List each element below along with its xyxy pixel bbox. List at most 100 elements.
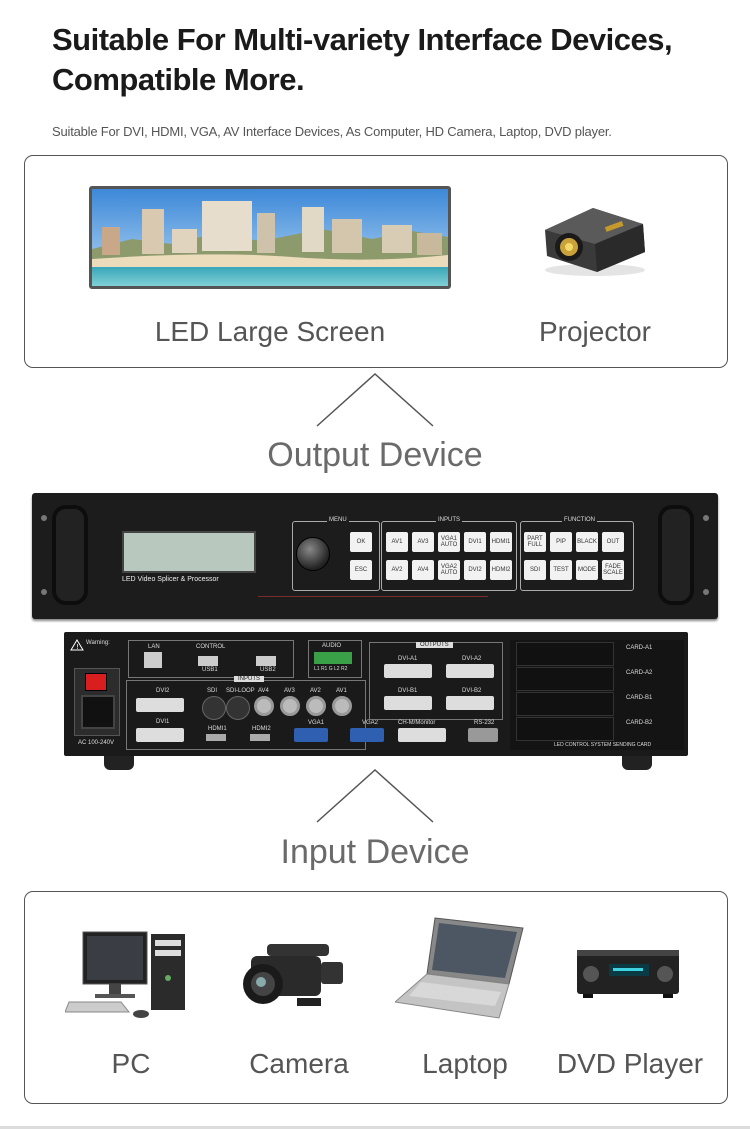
svg-text:!: ! bbox=[76, 643, 79, 651]
usb1-label: USB1 bbox=[202, 667, 218, 673]
camera-label: Camera bbox=[249, 1048, 349, 1079]
mode-button[interactable]: MODE bbox=[576, 560, 598, 580]
hdmi1-port[interactable] bbox=[206, 734, 226, 741]
usb1-port[interactable] bbox=[198, 656, 218, 666]
card-caption: LED CONTROL SYSTEM SENDING CARD bbox=[554, 742, 652, 748]
out-button[interactable]: OUT bbox=[602, 532, 624, 552]
left-handle bbox=[52, 505, 88, 605]
test-button[interactable]: TEST bbox=[550, 560, 572, 580]
card-a1-label: CARD-A1 bbox=[626, 645, 653, 651]
av1-port[interactable] bbox=[332, 696, 352, 716]
right-handle bbox=[658, 505, 694, 605]
processor-rear-panel: ! Warning: AC 100-240V LAN CONTROL USB1 … bbox=[64, 632, 688, 756]
control-block bbox=[128, 640, 294, 678]
av4-port[interactable] bbox=[254, 696, 274, 716]
usb2-port[interactable] bbox=[256, 656, 276, 666]
sdi-loop-port[interactable] bbox=[226, 696, 250, 720]
lcd-display bbox=[122, 531, 256, 573]
esc-button[interactable]: ESC bbox=[350, 560, 372, 580]
rear-foot-left bbox=[104, 756, 134, 770]
screw bbox=[41, 589, 47, 595]
red-accent-line bbox=[258, 596, 488, 597]
monitor-label: CH-M/Monitor bbox=[398, 720, 436, 726]
audio-label: AUDIO bbox=[322, 643, 342, 649]
fade-scale-button[interactable]: FADE SCALE bbox=[602, 560, 624, 580]
vga1-port[interactable] bbox=[294, 728, 328, 742]
dvi-b1-label: DVI-B1 bbox=[398, 688, 418, 694]
dvi-b2-port[interactable] bbox=[446, 696, 494, 710]
card-slot bbox=[516, 667, 614, 691]
hdmi2-button[interactable]: HDMI2 bbox=[490, 560, 512, 580]
av3-button[interactable]: AV3 bbox=[412, 532, 434, 552]
vga1-button[interactable]: VGA1 AUTO bbox=[438, 532, 460, 552]
page-subtitle: Suitable For DVI, HDMI, VGA, AV Interfac… bbox=[52, 124, 612, 139]
dvi-a2-port[interactable] bbox=[446, 664, 494, 678]
lcd-caption: LED Video Splicer & Processor bbox=[122, 576, 219, 583]
dvi1-port[interactable] bbox=[136, 728, 184, 742]
led-screen-image bbox=[92, 189, 448, 286]
vga1-port-label: VGA1 bbox=[308, 720, 325, 726]
sdi-port-label: SDI bbox=[207, 688, 218, 694]
warning-text: Warning: bbox=[86, 640, 110, 646]
chevron-up-icon bbox=[316, 768, 434, 823]
title-line-1: Suitable For Multi-variety Interface Dev… bbox=[52, 22, 673, 57]
dvi-a1-label: DVI-A1 bbox=[398, 656, 418, 662]
av1-button[interactable]: AV1 bbox=[386, 532, 408, 552]
dvi-b2-label: DVI-B2 bbox=[462, 688, 482, 694]
black-button[interactable]: BLACK bbox=[576, 532, 598, 552]
lan-port[interactable] bbox=[144, 652, 162, 668]
chevron-up-icon bbox=[316, 372, 434, 427]
part-full-button[interactable]: PART FULL bbox=[524, 532, 546, 552]
av3-port[interactable] bbox=[280, 696, 300, 716]
warning-area: ! Warning: bbox=[70, 638, 125, 662]
av1-port-label: AV1 bbox=[336, 688, 347, 694]
monitor-port[interactable] bbox=[398, 728, 446, 742]
input-section-label: Input Device bbox=[280, 833, 470, 871]
av2-button[interactable]: AV2 bbox=[386, 560, 408, 580]
processor-front-panel: LED Video Splicer & Processor MENU OK ES… bbox=[32, 493, 718, 619]
dvd-player-label: DVD Player bbox=[556, 1048, 704, 1079]
power-module bbox=[74, 668, 120, 736]
dvi-a1-port[interactable] bbox=[384, 664, 432, 678]
usb2-label: USB2 bbox=[260, 667, 276, 673]
rs232-port[interactable] bbox=[468, 728, 498, 742]
ok-button[interactable]: OK bbox=[350, 532, 372, 552]
output-devices-box: LED Large Screen Projector bbox=[24, 155, 728, 368]
inputs-label: INPUTS bbox=[436, 517, 463, 523]
lan-label: LAN bbox=[148, 644, 160, 650]
output-section-label: Output Device bbox=[267, 436, 483, 474]
audio-block bbox=[308, 640, 362, 678]
audio-terminal[interactable] bbox=[314, 652, 352, 664]
warning-icon: ! bbox=[70, 639, 84, 651]
vga2-button[interactable]: VGA2 AUTO bbox=[438, 560, 460, 580]
sdi-port[interactable] bbox=[202, 696, 226, 720]
av2-port[interactable] bbox=[306, 696, 326, 716]
screw bbox=[703, 515, 709, 521]
power-socket bbox=[81, 695, 115, 729]
menu-knob[interactable] bbox=[296, 537, 330, 571]
rs232-label: RS-232 bbox=[474, 720, 495, 726]
power-label: AC 100-240V bbox=[78, 740, 115, 746]
hdmi1-button[interactable]: HDMI1 bbox=[490, 532, 512, 552]
hdmi2-port[interactable] bbox=[250, 734, 270, 741]
vga2-port[interactable] bbox=[350, 728, 384, 742]
sdi-button[interactable]: SDI bbox=[524, 560, 546, 580]
projector-icon bbox=[545, 208, 645, 276]
card-slot bbox=[516, 692, 614, 716]
page-title: Suitable For Multi-variety Interface Dev… bbox=[52, 20, 732, 100]
power-switch[interactable] bbox=[85, 673, 107, 691]
function-label: FUNCTION bbox=[562, 517, 597, 523]
av3-port-label: AV3 bbox=[284, 688, 295, 694]
pip-button[interactable]: PIP bbox=[550, 532, 572, 552]
pc-label: PC bbox=[111, 1048, 151, 1079]
dvi-a2-label: DVI-A2 bbox=[462, 656, 482, 662]
av4-button[interactable]: AV4 bbox=[412, 560, 434, 580]
dvi2-button[interactable]: DVI2 bbox=[464, 560, 486, 580]
dvi2-port[interactable] bbox=[136, 698, 184, 712]
input-devices-box: PC Camera Laptop DVD Player bbox=[24, 891, 728, 1104]
dvi1-button[interactable]: DVI1 bbox=[464, 532, 486, 552]
dvd-player-icon bbox=[577, 950, 679, 998]
dvi-b1-port[interactable] bbox=[384, 696, 432, 710]
card-b1-label: CARD-B1 bbox=[626, 695, 653, 701]
camera-icon bbox=[243, 944, 343, 1006]
